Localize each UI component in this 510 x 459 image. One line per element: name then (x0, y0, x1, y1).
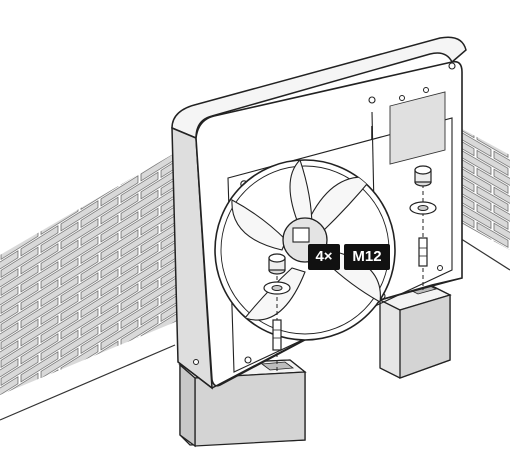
bolt-assembly-left (263, 253, 291, 372)
brick-wall-left (0, 150, 180, 421)
bolt-assembly-right (409, 165, 437, 290)
bolt-count-label: 4× (308, 244, 340, 270)
concrete-block-right (378, 284, 452, 379)
brick-wall-right (454, 125, 510, 271)
bolt-size-label: M12 (344, 244, 390, 270)
